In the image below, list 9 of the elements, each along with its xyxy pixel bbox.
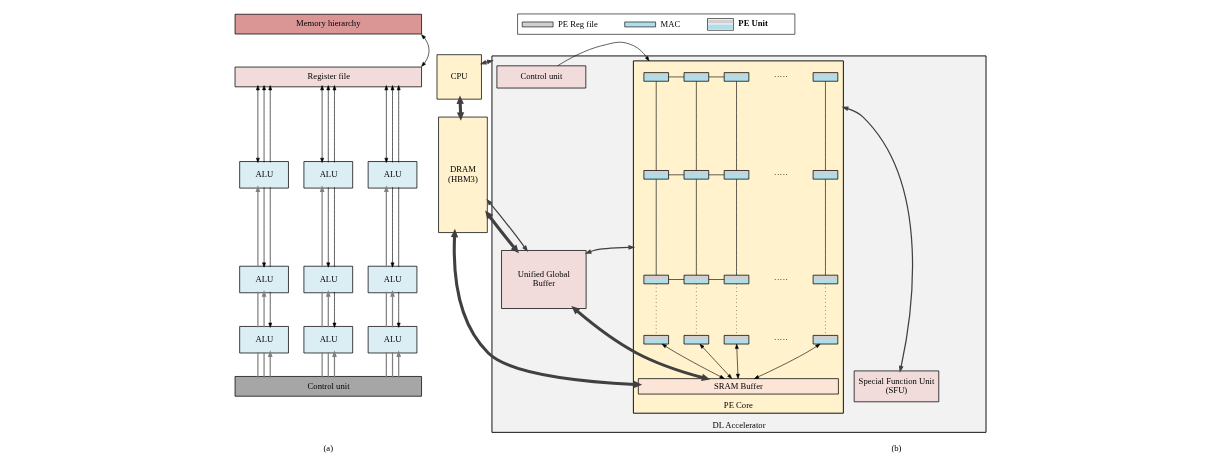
label: ·····	[773, 168, 788, 179]
label: (b)	[890, 442, 901, 453]
legend-label: PE Unit	[737, 17, 768, 28]
label: ·····	[773, 333, 788, 344]
legend-label: MAC	[660, 18, 680, 29]
label: ·····	[773, 70, 788, 81]
label: ·····	[773, 273, 788, 284]
label: (a)	[323, 442, 333, 453]
legend-label: PE Reg file	[557, 18, 598, 29]
